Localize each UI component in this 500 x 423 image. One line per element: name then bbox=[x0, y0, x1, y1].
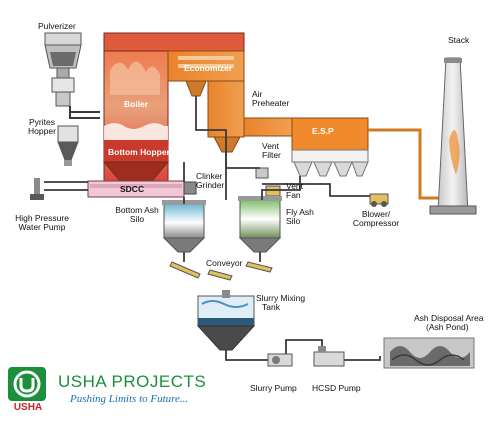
slurry-mixing-tank-label-line2: Tank bbox=[262, 302, 280, 312]
usha-logo bbox=[8, 367, 46, 401]
slurry-lines bbox=[225, 339, 381, 362]
bottom-ash-silo bbox=[162, 200, 206, 253]
clinker-grinder-label-line1: Clinker bbox=[196, 171, 223, 181]
esp bbox=[291, 117, 369, 177]
ash-disposal-area-label-line1: Ash Disposal Area bbox=[414, 313, 484, 323]
logo-wordmark: USHA bbox=[13, 402, 43, 413]
vent-fan-label-line2: Fan bbox=[286, 190, 301, 200]
boiler bbox=[102, 32, 245, 182]
bottom-ash-silo-label-line2: Silo bbox=[129, 214, 145, 224]
ash-disposal-area-label-line2: (Ash Pond) bbox=[426, 322, 469, 332]
hp-water-pump-label-line1: High Pressure bbox=[15, 213, 69, 223]
coal-feed-pipes bbox=[69, 106, 100, 119]
high-pressure-water-pump bbox=[30, 178, 44, 200]
blower-compressor bbox=[369, 193, 389, 207]
stack bbox=[429, 57, 477, 215]
conveyor-label: Conveyor bbox=[206, 258, 243, 268]
pulverizer bbox=[44, 32, 82, 107]
air-preheater bbox=[207, 80, 293, 153]
company-name: USHA PROJECTS bbox=[58, 372, 207, 391]
slurry-pump bbox=[267, 353, 293, 367]
ash-conveying-pipes bbox=[183, 96, 301, 204]
slurry-mixing-tank-label-line1: Slurry Mixing bbox=[256, 293, 306, 303]
slurry-mixing-tank bbox=[196, 290, 256, 351]
hcsd-pump-label: HCSD Pump bbox=[312, 383, 361, 393]
ash-disposal-area bbox=[383, 337, 475, 369]
blower-compressor-label-line2: Compressor bbox=[352, 218, 400, 228]
esp-label: E.S.P bbox=[312, 126, 334, 136]
hcsd-pump bbox=[313, 346, 345, 367]
vent-filter-label-line1: Vent bbox=[262, 141, 280, 151]
air-preheater-label-line2: Preheater bbox=[252, 98, 290, 108]
vent-fan-label-line1: Vent bbox=[286, 181, 304, 191]
air-preheater-label-line1: Air bbox=[252, 89, 263, 99]
stack-label: Stack bbox=[448, 35, 470, 45]
clinker-grinder-label-line2: Grinder bbox=[196, 180, 225, 190]
hp-water-pump-label-line2: Water Pump bbox=[18, 222, 66, 232]
fly-ash-silo bbox=[238, 196, 282, 253]
sdcc-label: SDCC bbox=[120, 184, 145, 194]
company-tagline: Pushing Limits to Future... bbox=[70, 393, 189, 405]
conveyor-drop-pipes bbox=[183, 252, 261, 262]
clinker-grinder bbox=[183, 181, 197, 195]
economizer bbox=[167, 50, 245, 97]
bottom-hopper-label: Bottom Hopper bbox=[108, 147, 170, 157]
slurry-pump-label: Slurry Pump bbox=[250, 383, 297, 393]
vent-fan bbox=[265, 185, 281, 197]
pulverizer-label: Pulverizer bbox=[38, 21, 76, 31]
flue-to-stack bbox=[368, 128, 440, 200]
pyrites-hopper-label-line1: Pyrites bbox=[29, 117, 55, 127]
conveying-air-line bbox=[262, 183, 370, 197]
water-lines bbox=[44, 181, 88, 191]
economizer-label: Economizer bbox=[184, 63, 233, 73]
pyrites-hopper-label-line2: Hopper bbox=[28, 126, 56, 136]
bottom-ash-silo-label-line1: Bottom Ash bbox=[115, 205, 159, 215]
fly-ash-silo-label-line2: Silo bbox=[286, 216, 301, 226]
boiler-label: Boiler bbox=[124, 99, 149, 109]
fly-ash-silo-label-line1: Fly Ash bbox=[286, 207, 314, 217]
pyrites-hopper bbox=[57, 125, 79, 166]
vent-filter-label-line2: Filter bbox=[262, 150, 281, 160]
conveyor bbox=[169, 261, 273, 281]
vent-filter bbox=[255, 167, 269, 179]
blower-compressor-label-line1: Blower/ bbox=[361, 209, 391, 219]
